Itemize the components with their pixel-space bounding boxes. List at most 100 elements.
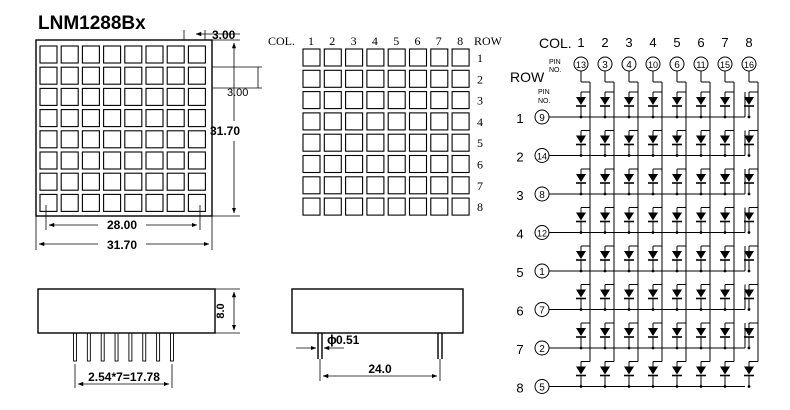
schem-row-pin-number: 1 [539,267,545,278]
grid-col-number: 5 [393,34,399,48]
schem-col-pin-label-2: NO. [549,67,562,74]
schem-row-number: 3 [516,188,523,203]
led-diode [696,97,706,105]
schem-row-pin-label-2: NO. [538,98,551,105]
schem-row-header: ROW [510,69,545,85]
led-junction [699,269,703,273]
grid-cell [323,112,342,131]
end-body [291,288,464,334]
front-led-cell [81,172,100,191]
side-pin [100,332,105,362]
front-led-cell [145,130,164,149]
led-junction [579,269,583,273]
led-diode [576,289,586,298]
led-diode [696,135,706,144]
front-led-cell [166,109,185,128]
led-diode [744,212,754,221]
front-led-cell [187,66,206,85]
led-diode [696,174,706,182]
grid-row-number: 3 [477,94,483,108]
grid-cell [387,91,406,110]
led-junction [723,154,727,157]
led-junction [651,385,655,388]
grid-cell [302,48,321,67]
front-led-cell [81,193,100,212]
led-junction [627,269,631,273]
front-led-cell [39,66,58,85]
front-outline [35,39,213,217]
grid-cell [430,176,449,195]
front-led-cell [145,66,164,85]
led-junction [651,269,655,273]
front-led-cell [166,66,185,85]
end-view: ϕ 0.51 24.0 [291,288,464,381]
led-junction [699,115,703,119]
led-junction [723,115,727,119]
front-led-cell [103,193,122,212]
grid-cell [345,91,364,110]
schem-col-number: 2 [601,35,608,50]
front-led-cell [81,87,100,106]
grid-col-number: 2 [329,34,335,48]
led-junction [603,231,607,234]
led-diode [720,174,730,182]
front-led-cell [81,109,100,128]
led-junction [747,346,751,350]
led-diode [744,97,754,105]
led-junction [699,385,703,388]
led-junction [723,308,727,311]
led-junction [651,192,655,196]
led-junction [699,192,703,196]
led-diode [672,135,682,144]
front-led-cell [166,87,185,106]
led-diode [696,251,706,259]
front-led-cell [81,151,100,170]
grid-cell [323,197,342,216]
led-diode [696,328,706,336]
grid-cell [345,176,364,195]
led-diode [648,97,658,105]
schem-row-pin-number: 8 [539,190,545,201]
led-junction [723,269,727,273]
led-junction [651,154,655,157]
grid-cell [408,112,428,131]
front-led-cell [103,151,122,170]
grid-cell [366,69,385,88]
front-led-grid [39,45,206,212]
led-junction [579,385,583,388]
led-diode [576,135,586,144]
grid-col-number: 1 [308,34,314,48]
grid-cell [408,48,428,67]
led-diode [600,174,610,182]
grid-cell [430,91,449,110]
led-diode [600,328,610,336]
led-junction [747,154,751,157]
front-led-cell [124,87,143,106]
schem-col-pin-number: 15 [720,60,730,70]
led-junction [651,231,655,234]
led-junction [723,231,727,234]
led-diode [720,212,730,221]
grid-cell [366,176,385,195]
grid-cell [451,133,470,152]
grid-cell [451,69,470,88]
grid-cell [366,91,385,110]
front-led-cell [60,45,79,64]
grid-row-number: 8 [477,200,483,214]
front-led-cell [145,87,164,106]
grid-row-number: 4 [477,115,483,129]
front-led-cell [39,151,58,170]
led-junction [699,346,703,350]
front-led-cell [81,130,100,149]
side-pin [73,332,77,362]
led-diode [576,328,586,336]
front-led-cell [103,172,122,191]
front-led-cell [60,172,79,191]
schem-row-number: 7 [516,342,523,357]
schem-col-number: 1 [577,35,584,50]
grid-cell [323,69,342,88]
grid-cell [302,197,321,216]
led-diode [744,135,754,144]
front-led-cell [103,45,122,64]
